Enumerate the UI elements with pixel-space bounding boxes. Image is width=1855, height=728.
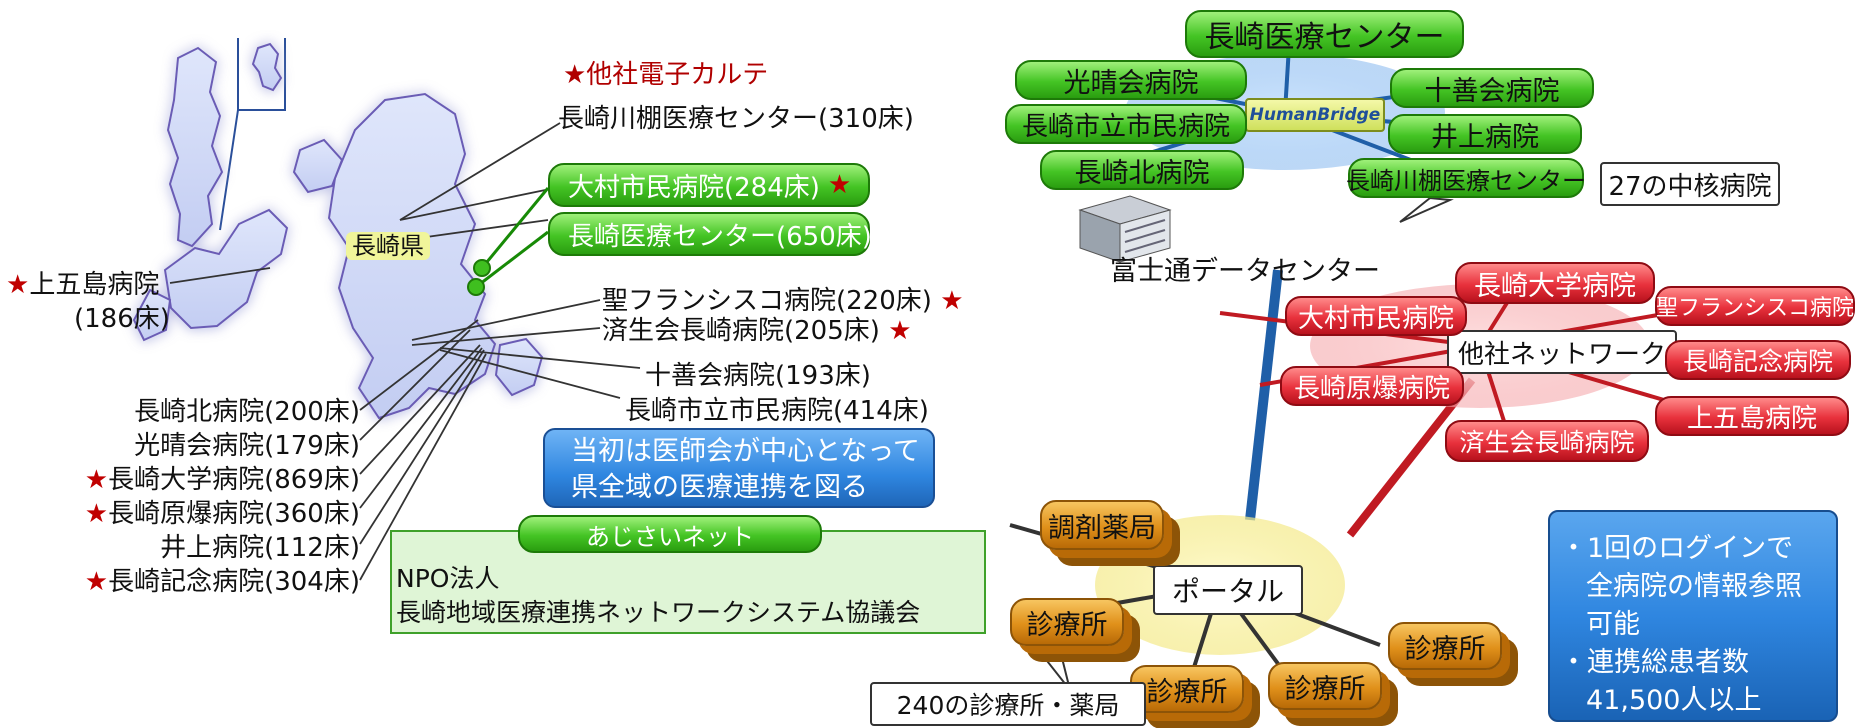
other-node: 済生会長崎病院: [1445, 420, 1649, 462]
hospital-label: 長崎川棚医療センター(310床): [558, 104, 914, 134]
clinic-node: 診療所: [1130, 665, 1244, 713]
hospital-label: ★長崎原爆病院(360床): [84, 499, 360, 529]
hb-node: 十善会病院: [1390, 68, 1594, 108]
clinics-callout: 240の診療所・薬局: [870, 682, 1146, 726]
prefecture-label: 長崎県: [346, 232, 430, 260]
other-node: 長崎大学病院: [1455, 262, 1655, 304]
hospital-label: ★長崎大学病院(869床): [84, 465, 360, 495]
datacenter-label: 富士通データセンター: [1110, 256, 1380, 287]
hb-node-top: 長崎医療センター: [1185, 10, 1464, 58]
hb-node: 井上病院: [1388, 114, 1582, 154]
other-node: 長崎原爆病院: [1280, 366, 1464, 406]
other-node: 長崎記念病院: [1665, 340, 1851, 380]
hb-node: 光晴会病院: [1015, 60, 1247, 100]
hospital-label: 長崎市立市民病院(414床): [625, 396, 929, 426]
benefits-box: ・1回のログインで 全病院の情報参照 可能 ・連携総患者数 41,500人以上: [1548, 510, 1838, 722]
hospital-label: 光晴会病院(179床): [134, 431, 360, 461]
hb-node: 長崎市立市民病院: [1005, 104, 1247, 144]
hospital-label: 長崎北病院(200床): [134, 397, 360, 427]
clinic-node: 診療所: [1388, 622, 1502, 670]
other-network-center: 他社ネットワーク: [1447, 330, 1677, 374]
humanbridge-logo: HumanBridge: [1245, 98, 1385, 132]
hb-node: 長崎北病院: [1040, 150, 1244, 190]
hospital-label: 済生会長崎病院(205床) ★: [602, 316, 912, 346]
hospital-label: 聖フランシスコ病院(220床) ★: [602, 286, 964, 316]
server-icon: [1078, 195, 1172, 263]
hospital-pill-nagasaki-medical: 長崎医療センター(650床): [548, 212, 872, 256]
clinic-node: 診療所: [1268, 662, 1382, 710]
hospital-label: ★長崎記念病院(304床): [84, 567, 360, 597]
initial-plan-callout: 当初は医師会が中心となって 県全域の医療連携を図る: [543, 428, 935, 508]
hospital-label: 十善会病院(193床): [645, 361, 871, 391]
clinic-node: 診療所: [1010, 598, 1124, 646]
hospital-pill-omura: 大村市民病院(284床)★: [548, 163, 870, 207]
other-node: 上五島病院: [1655, 396, 1849, 436]
hb-node: 長崎川棚医療センター: [1346, 158, 1586, 198]
legend-other-emr: ★他社電子カルテ: [563, 60, 769, 90]
hospital-label: 井上病院(112床): [160, 533, 360, 563]
ajisai-net-tab: あじさいネット: [518, 515, 822, 553]
hospital-list-left: 長崎北病院(200床) 光晴会病院(179床) ★長崎大学病院(869床) ★長…: [30, 395, 360, 599]
other-node: 聖フランシスコ病院: [1655, 286, 1855, 326]
portal-box: ポータル: [1153, 565, 1303, 615]
pharmacy-node: 調剤薬局: [1040, 500, 1164, 550]
other-node: 大村市民病院: [1285, 296, 1467, 336]
core-hospitals-callout: 27の中核病院: [1600, 162, 1780, 206]
hospital-label-kamigoto: ★上五島病院 (186床): [6, 270, 170, 334]
